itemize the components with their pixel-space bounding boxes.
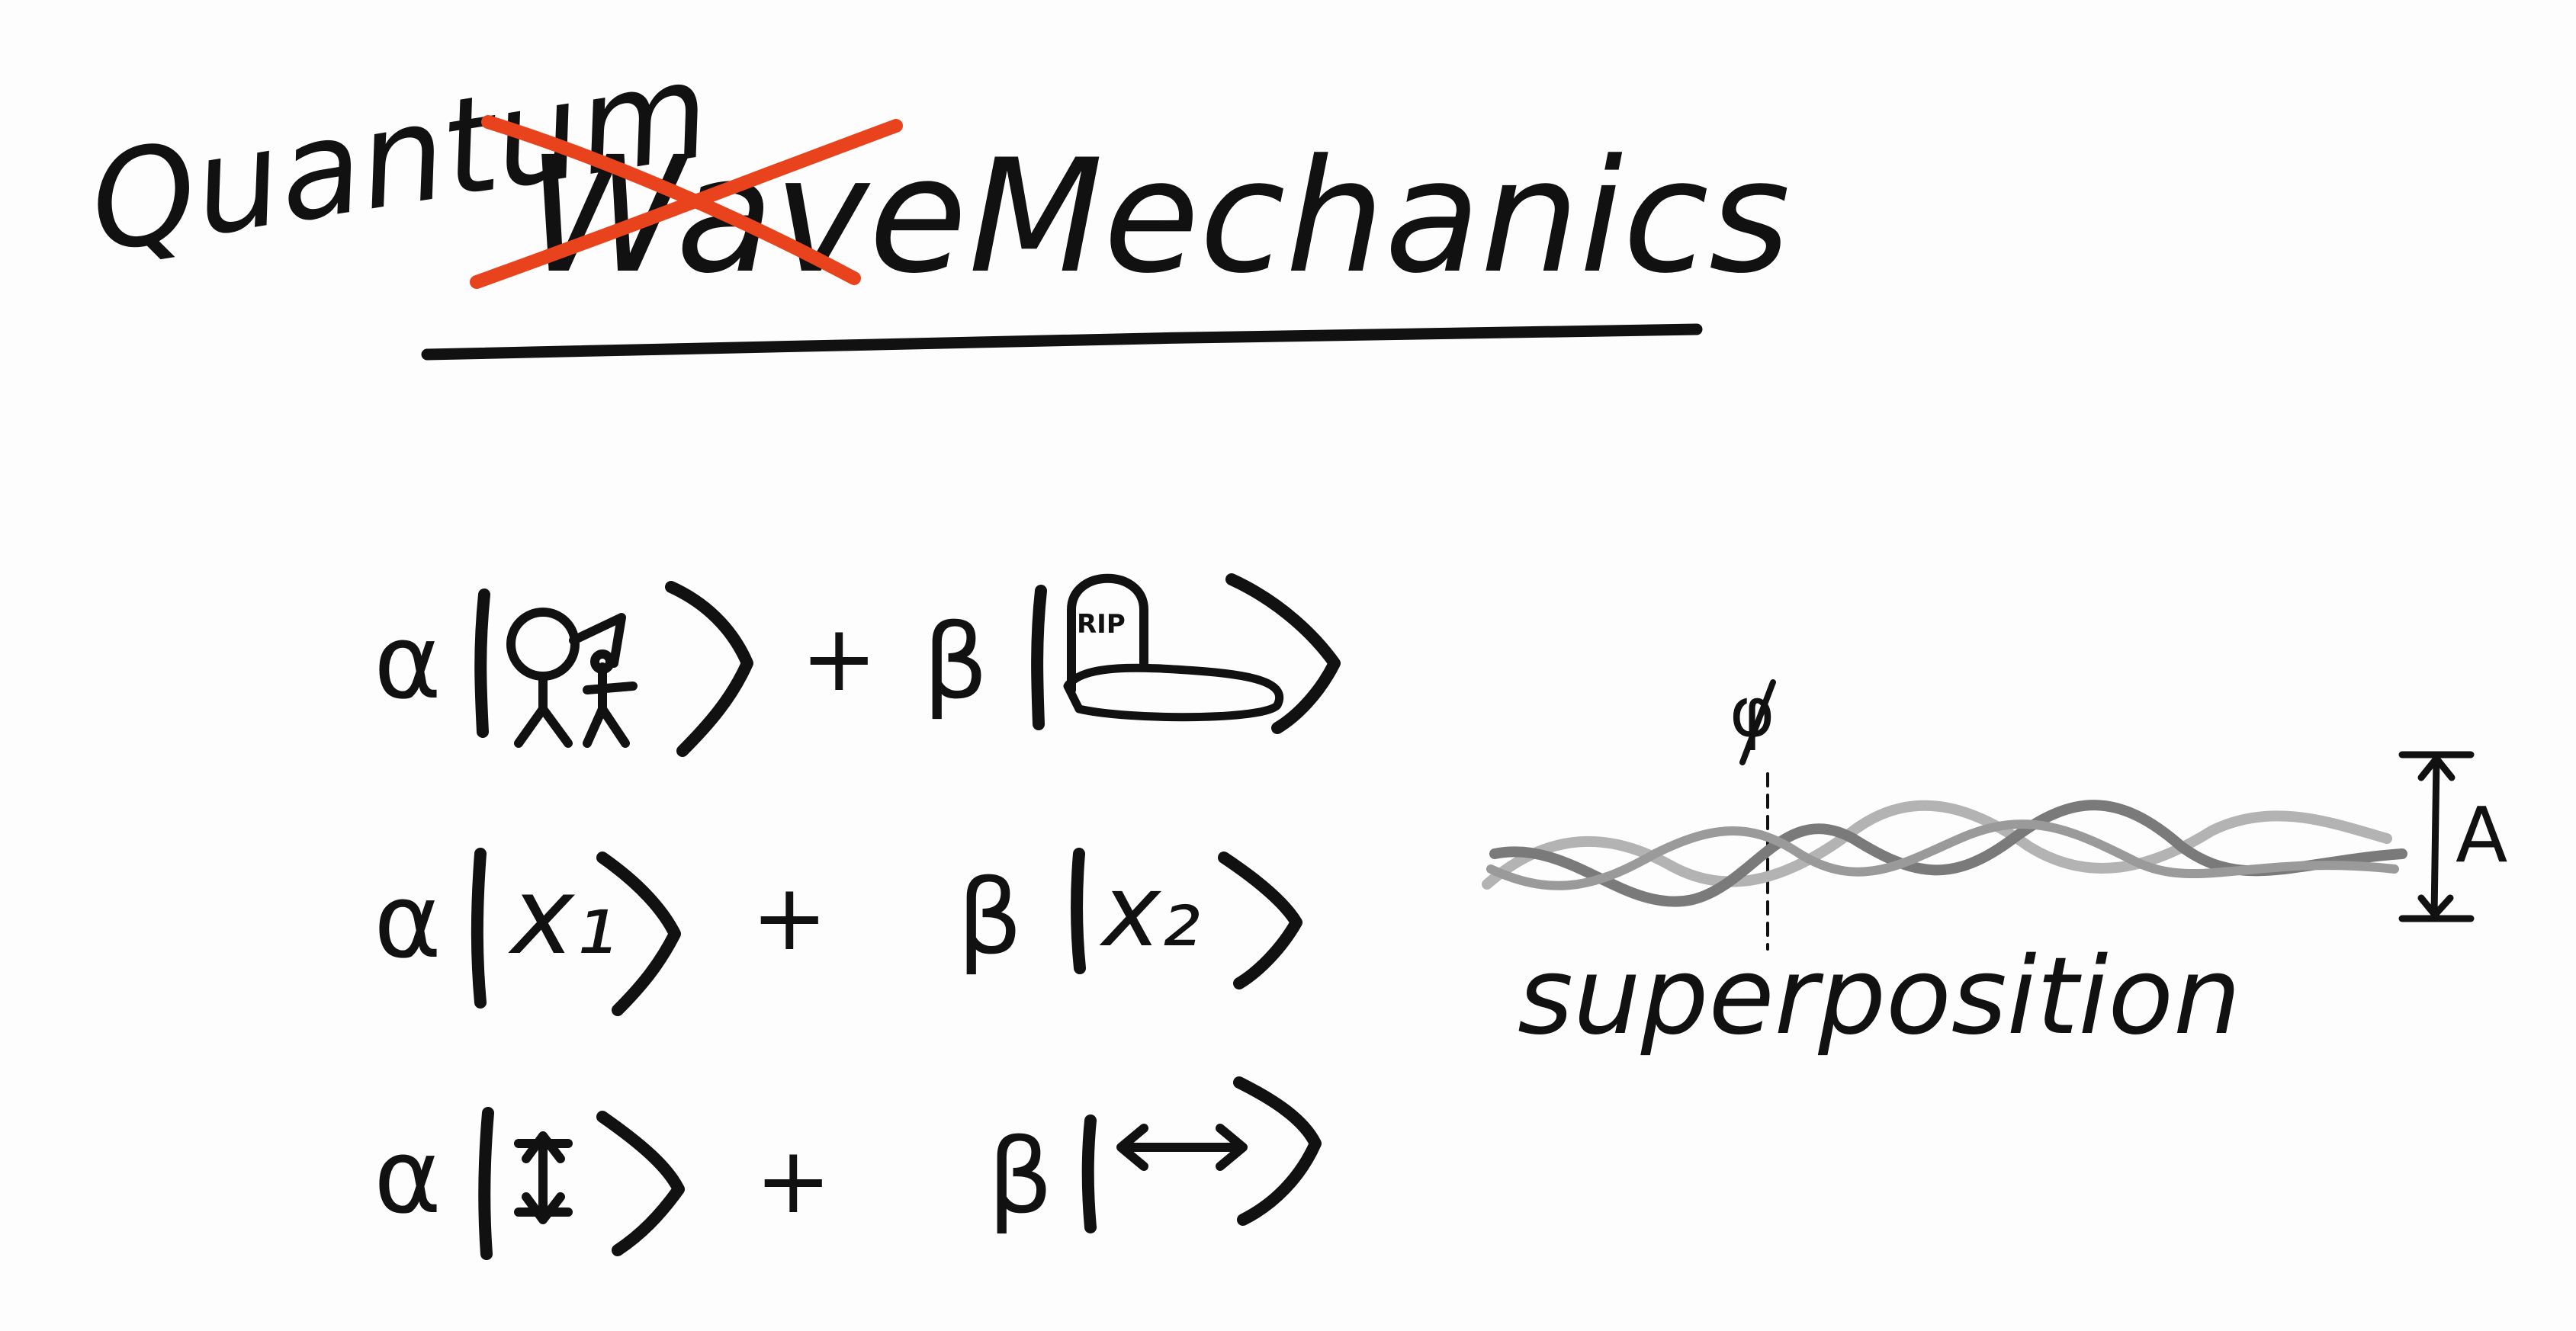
ket-open-bar	[471, 848, 487, 1009]
amplitude-label: A	[2456, 791, 2507, 880]
vertical-double-arrow-icon	[514, 1131, 573, 1224]
horizontal-double-arrow-icon	[1116, 1124, 1248, 1171]
gravestone-icon: RIP	[1063, 573, 1283, 722]
plus-sign: +	[801, 606, 878, 712]
title-word-wave-struck: Wave	[526, 122, 967, 309]
ket-close-angle	[1225, 573, 1341, 734]
alpha-coefficient: α	[374, 861, 442, 981]
amplitude-marker	[2398, 751, 2475, 922]
ket-open-bar	[1071, 848, 1086, 974]
plus-sign: +	[751, 865, 828, 971]
strikethrough-mark	[470, 115, 903, 289]
title-underline	[421, 323, 1703, 361]
ket-open-bar	[474, 589, 490, 738]
equation-row-1: α + β RIP	[374, 573, 1341, 757]
wave-dark	[1489, 800, 2407, 907]
superposition-caption: superposition	[1518, 935, 2241, 1059]
ket-close-angle	[1233, 1076, 1322, 1226]
ket-state-x1: x₁	[508, 855, 617, 979]
wave-mid	[1486, 819, 2399, 890]
equation-row-3: α + β	[374, 1076, 1322, 1260]
ket-close-angle	[596, 1111, 685, 1256]
ket-state-x2: x₂	[1099, 853, 1200, 969]
ket-open-bar	[478, 1107, 494, 1260]
beta-coefficient: β	[957, 858, 1023, 977]
beta-coefficient: β	[988, 1117, 1053, 1236]
ket-open-bar	[1081, 1115, 1097, 1233]
phase-marker: φ	[1730, 672, 1776, 951]
ket-close-angle	[596, 852, 681, 1016]
wave-light	[1482, 800, 2392, 890]
ket-close-angle	[665, 581, 753, 757]
superposition-wave-diagram: φ A superposition	[1482, 672, 2507, 1059]
alpha-coefficient: α	[374, 602, 442, 722]
title-word-mechanics: Mechanics	[968, 127, 1791, 308]
plus-sign: +	[755, 1128, 832, 1234]
equation-row-2: α x₁ + β x₂	[374, 848, 1302, 1016]
stick-figure-alive-icon	[506, 608, 638, 748]
title: Quantum Wave Mechanics	[80, 33, 1791, 361]
beta-coefficient: β	[923, 602, 988, 722]
ket-close-angle	[1218, 852, 1302, 989]
alpha-coefficient: α	[374, 1117, 442, 1236]
gravestone-label: RIP	[1077, 609, 1126, 640]
ket-open-bar	[1031, 585, 1047, 730]
